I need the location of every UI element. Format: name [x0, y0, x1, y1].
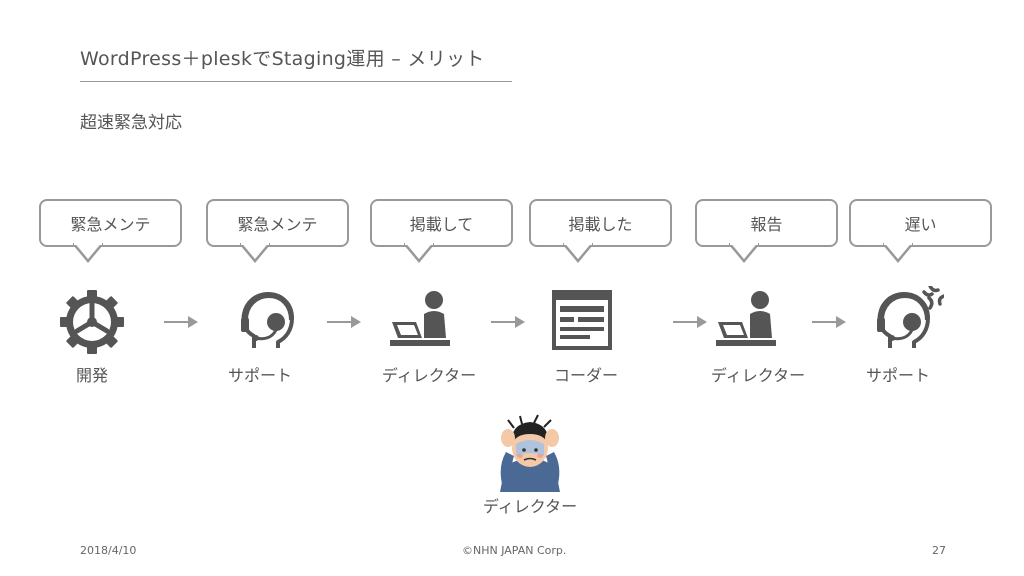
speech-bubble-6: 遅い [849, 199, 992, 263]
speech-bubble-text: 緊急メンテ [70, 215, 151, 234]
footer-date: 2018/4/10 [80, 544, 137, 557]
speech-bubble-tail [563, 243, 593, 263]
slide-subtitle: 超速緊急対応 [80, 113, 182, 133]
speech-bubble-tail [883, 243, 913, 263]
flow-label-development: 開発 [75, 366, 109, 385]
headset-support-icon [241, 292, 294, 348]
person-at-laptop-icon [390, 291, 450, 346]
bottom-label-director: ディレクター [482, 497, 578, 516]
speech-bubble-tail [404, 243, 434, 263]
speech-bubble-tail [73, 243, 103, 263]
flow-label-director: ディレクター [710, 366, 806, 385]
speech-bubble-5: 報告 [695, 199, 838, 263]
person-at-laptop-icon [716, 291, 776, 346]
speech-bubble-1: 緊急メンテ [39, 199, 182, 263]
speech-bubble-tail [240, 243, 270, 263]
footer-page-number: 27 [932, 544, 946, 557]
flow-label-director: ディレクター [381, 366, 477, 385]
flow-label-coder: コーダー [553, 366, 619, 385]
speech-bubble-4: 掲載した [529, 199, 672, 263]
flow-label-support: サポート [865, 366, 931, 385]
arrow-right-icon [164, 316, 198, 328]
speech-bubble-text: 掲載した [568, 215, 633, 234]
flow-label-support: サポート [227, 366, 293, 385]
slide-title: WordPress＋pleskでStaging運用 – メリット [80, 48, 485, 70]
speech-bubble-text: 遅い [904, 215, 937, 234]
speech-bubble-text: 報告 [750, 215, 783, 234]
arrow-right-icon [327, 316, 361, 328]
arrow-right-icon [812, 316, 846, 328]
speech-bubble-text: 掲載して [409, 215, 474, 234]
speech-bubble-2: 緊急メンテ [206, 199, 349, 263]
speech-bubble-3: 掲載して [370, 199, 513, 263]
gear-icon [60, 290, 124, 354]
troubled-director-illustration [500, 414, 560, 492]
web-page-icon [552, 290, 612, 350]
speech-bubble-text: 緊急メンテ [237, 215, 318, 234]
speech-bubble-tail [729, 243, 759, 263]
arrow-right-icon [491, 316, 525, 328]
angry-headset-support-icon [877, 286, 944, 348]
arrow-right-icon [673, 316, 707, 328]
footer-copyright: ©NHN JAPAN Corp. [462, 544, 567, 557]
title-divider [80, 81, 512, 82]
